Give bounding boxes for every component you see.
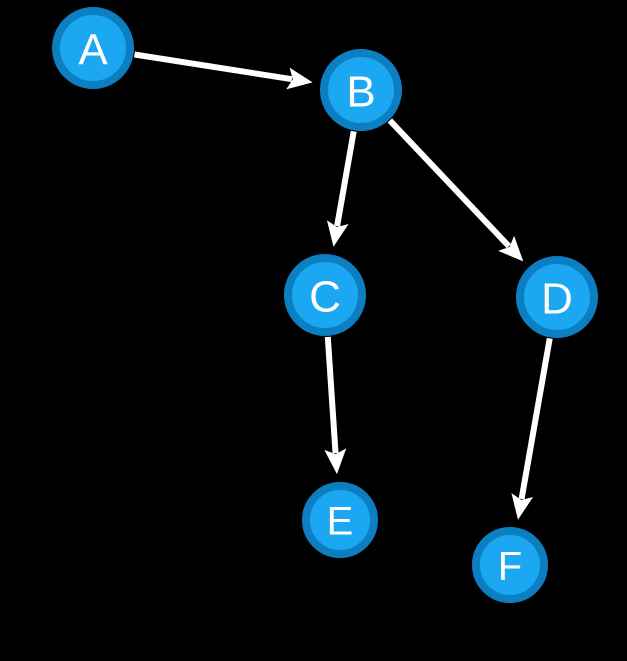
- node-circle[interactable]: [472, 527, 548, 603]
- edge-C-E: [324, 336, 347, 475]
- node-B[interactable]: B: [320, 49, 402, 131]
- arrowhead-icon: [498, 235, 524, 262]
- arrowhead-icon: [324, 448, 347, 475]
- node-D[interactable]: D: [516, 256, 598, 338]
- node-circle[interactable]: [516, 256, 598, 338]
- edge-A-B: [134, 51, 313, 90]
- edges-layer: [134, 51, 553, 520]
- arrowhead-icon: [326, 220, 349, 247]
- edge-B-D: [387, 118, 524, 262]
- node-circle[interactable]: [52, 7, 134, 89]
- node-circle[interactable]: [320, 49, 402, 131]
- edge-D-F: [511, 337, 553, 520]
- node-circle[interactable]: [302, 482, 378, 558]
- edge-line: [334, 130, 357, 227]
- edge-B-C: [326, 130, 357, 247]
- edge-line: [387, 118, 512, 249]
- nodes-layer: A B C D E F: [52, 7, 598, 603]
- arrowhead-icon: [286, 67, 313, 90]
- node-A[interactable]: A: [52, 7, 134, 89]
- edge-line: [518, 337, 553, 500]
- node-E[interactable]: E: [302, 482, 378, 558]
- node-circle[interactable]: [284, 254, 366, 336]
- edge-line: [324, 336, 339, 454]
- edge-line: [134, 51, 293, 83]
- node-C[interactable]: C: [284, 254, 366, 336]
- node-F[interactable]: F: [472, 527, 548, 603]
- arrowhead-icon: [511, 493, 534, 520]
